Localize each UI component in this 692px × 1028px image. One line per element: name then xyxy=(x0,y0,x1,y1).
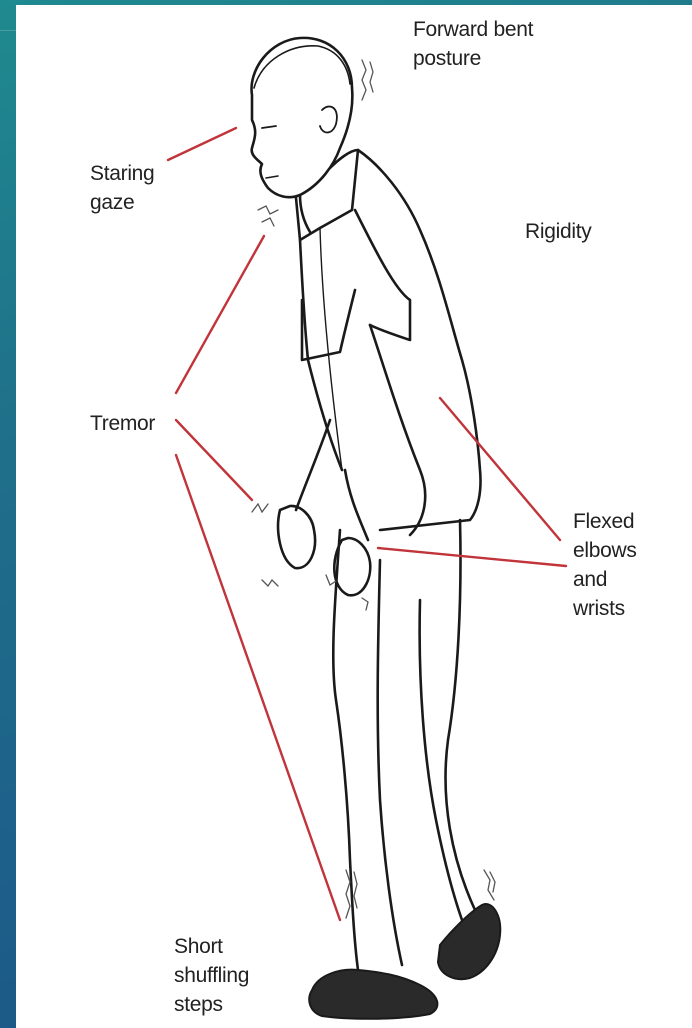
leader-flexed-wrists xyxy=(378,548,566,566)
shirt-placket xyxy=(320,228,342,470)
leader-tremor-chin xyxy=(176,236,264,393)
rear-shoe xyxy=(309,970,437,1019)
label-short-shuffling-steps: Short shuffling steps xyxy=(174,932,249,1019)
label-flexed-line3: and xyxy=(573,565,637,594)
label-short-line1: Short xyxy=(174,932,249,961)
leader-staring-gaze xyxy=(168,128,236,160)
label-short-line2: shuffling xyxy=(174,961,249,990)
inner-leg-2 xyxy=(420,600,462,920)
illustration-panel: Forward bent posture Staring gaze Rigidi… xyxy=(16,5,692,1028)
forearm-rear xyxy=(345,470,368,540)
tremor-squiggle-chin xyxy=(258,206,278,226)
background-streak xyxy=(0,30,16,31)
label-staring-gaze: Staring gaze xyxy=(90,159,154,217)
label-forward-bent-line1: Forward bent xyxy=(413,15,533,44)
label-flexed-line4: wrists xyxy=(573,594,637,623)
collar-right xyxy=(320,150,358,228)
label-staring-line1: Staring xyxy=(90,159,154,188)
front-shoe xyxy=(438,904,500,979)
tremor-squiggle-shoe xyxy=(484,870,495,900)
tremor-squiggle-hand-right xyxy=(326,575,368,610)
leader-short-steps xyxy=(176,455,340,920)
label-forward-bent-line2: posture xyxy=(413,44,533,73)
label-flexed-line2: elbows xyxy=(573,536,637,565)
eye xyxy=(262,126,276,128)
label-flexed-line1: Flexed xyxy=(573,507,637,536)
tremor-squiggle-head xyxy=(362,60,373,100)
label-staring-line2: gaze xyxy=(90,188,154,217)
leader-flexed-elbows xyxy=(440,398,560,540)
neck xyxy=(300,195,310,232)
forearm-front xyxy=(296,420,330,510)
sleeve-back xyxy=(355,210,410,340)
label-short-line3: steps xyxy=(174,990,249,1019)
upper-arm xyxy=(370,325,425,535)
label-rigidity: Rigidity xyxy=(525,217,591,246)
left-hand xyxy=(278,506,315,568)
front-leg xyxy=(446,520,475,910)
shirt-back xyxy=(358,150,481,530)
tremor-squiggle-hand-left xyxy=(252,504,278,586)
ear xyxy=(320,106,337,132)
label-tremor: Tremor xyxy=(90,409,155,438)
inner-leg xyxy=(378,560,402,965)
label-forward-bent-posture: Forward bent posture xyxy=(413,15,533,73)
mouth xyxy=(266,176,278,178)
label-flexed-elbows-wrists: Flexed elbows and wrists xyxy=(573,507,637,623)
